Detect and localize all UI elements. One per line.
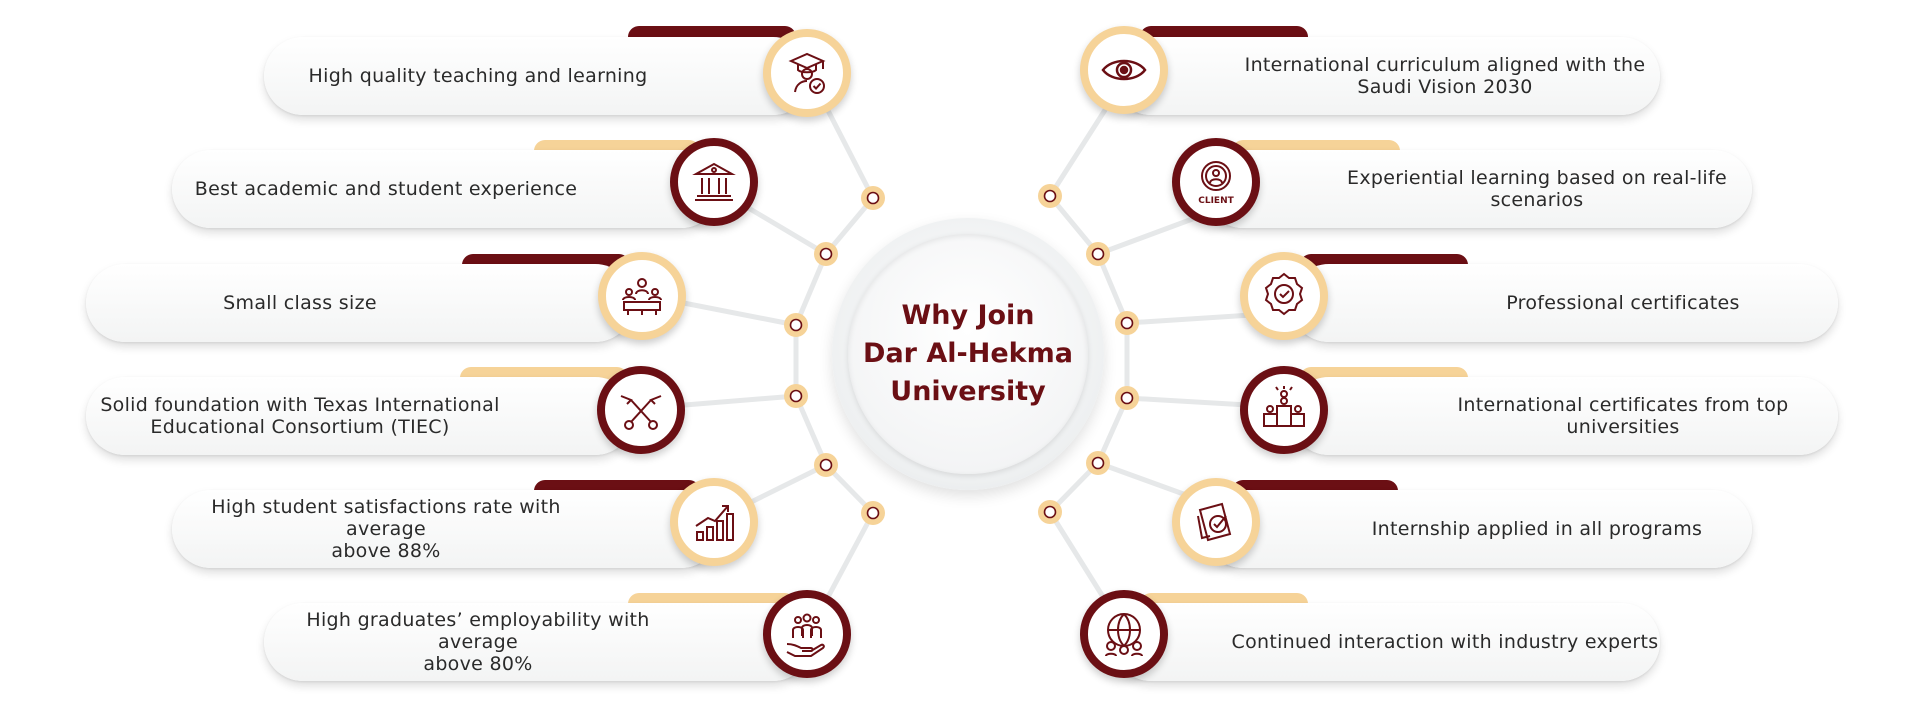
graduate-check-icon: [763, 29, 851, 117]
center-title-line-2: Dar Al-Hekma: [863, 338, 1073, 369]
feature-text: Best academic and student experience: [194, 178, 578, 200]
center-title-line-1: Why Join: [901, 300, 1035, 331]
feature-pill-right-4: Internship applied in all programs: [1204, 490, 1752, 568]
connector-node-core: [866, 191, 880, 205]
connector-line: [823, 195, 876, 257]
feature-pill-left-0: High quality teaching and learning: [264, 37, 812, 115]
connector-node-core: [1120, 316, 1134, 330]
connector-node-core: [819, 247, 833, 261]
certificate-rosette-icon: [1240, 252, 1328, 340]
feature-pill-right-1: Experiential learning based on real-life…: [1204, 150, 1752, 228]
connector-node-core: [1043, 189, 1057, 203]
connector-line: [732, 197, 829, 257]
feature-text: Small class size: [223, 292, 377, 314]
connector-node-core: [789, 389, 803, 403]
connector-line: [1047, 193, 1101, 257]
classroom-icon: [598, 252, 686, 340]
team-hand-icon: [763, 590, 851, 678]
connector-node-core: [1091, 247, 1105, 261]
connector-line: [817, 92, 876, 201]
connector-node-core: [1043, 505, 1057, 519]
feature-text: Continued interaction with industry expe…: [1231, 631, 1659, 653]
feature-pill-left-4: High student satisfactions rate with ave…: [172, 490, 720, 568]
feature-pill-left-5: High graduates’ employability with avera…: [264, 603, 812, 681]
feature-pill-right-2: Professional certificates: [1290, 264, 1838, 342]
connector-line: [793, 251, 829, 328]
feature-text: High quality teaching and learning: [308, 65, 648, 87]
client-label: CLIENT: [1198, 196, 1234, 206]
connector-line: [1047, 509, 1108, 603]
feature-text: Experiential learning based on real-life…: [1347, 167, 1727, 211]
client-badge-icon: CLIENT: [1172, 138, 1260, 226]
feature-text: Solid foundation with Texas Internationa…: [100, 394, 500, 438]
feature-pill-right-3: International certificates from top univ…: [1290, 377, 1838, 455]
connector-line: [793, 393, 829, 468]
feature-pill-left-3: Solid foundation with Texas Internationa…: [86, 377, 634, 455]
feature-text: International certificates from top univ…: [1457, 394, 1789, 438]
globe-network-icon: [1080, 590, 1168, 678]
connector-node-core: [866, 506, 880, 520]
connector-node-core: [1091, 456, 1105, 470]
university-building-icon: [670, 138, 758, 226]
connector-line: [1047, 107, 1108, 199]
connector-node-core: [1120, 391, 1134, 405]
feature-pill-left-1: Best academic and student experience: [172, 150, 720, 228]
feature-pill-left-2: Small class size: [86, 264, 634, 342]
feature-pill-right-5: Continued interaction with industry expe…: [1112, 603, 1660, 681]
connector-line: [1095, 251, 1130, 326]
feature-text: High graduates’ employability with avera…: [306, 609, 650, 675]
center-title-line-3: University: [890, 376, 1046, 407]
feature-text: Professional certificates: [1506, 292, 1740, 314]
connector-node-core: [789, 318, 803, 332]
center-circle: Why Join Dar Al-Hekma University: [848, 234, 1088, 474]
growth-chart-icon: [670, 478, 758, 566]
connector-node-core: [819, 458, 833, 472]
feature-text: High student satisfactions rate with ave…: [211, 496, 561, 562]
eye-icon: [1080, 26, 1168, 114]
feature-text: Internship applied in all programs: [1371, 518, 1703, 540]
feature-pill-right-0: International curriculum aligned with th…: [1112, 37, 1660, 115]
feature-text: International curriculum aligned with th…: [1244, 54, 1646, 98]
ribbon-cutting-icon: [597, 366, 685, 454]
approved-document-icon: [1172, 478, 1260, 566]
podium-icon: [1240, 366, 1328, 454]
